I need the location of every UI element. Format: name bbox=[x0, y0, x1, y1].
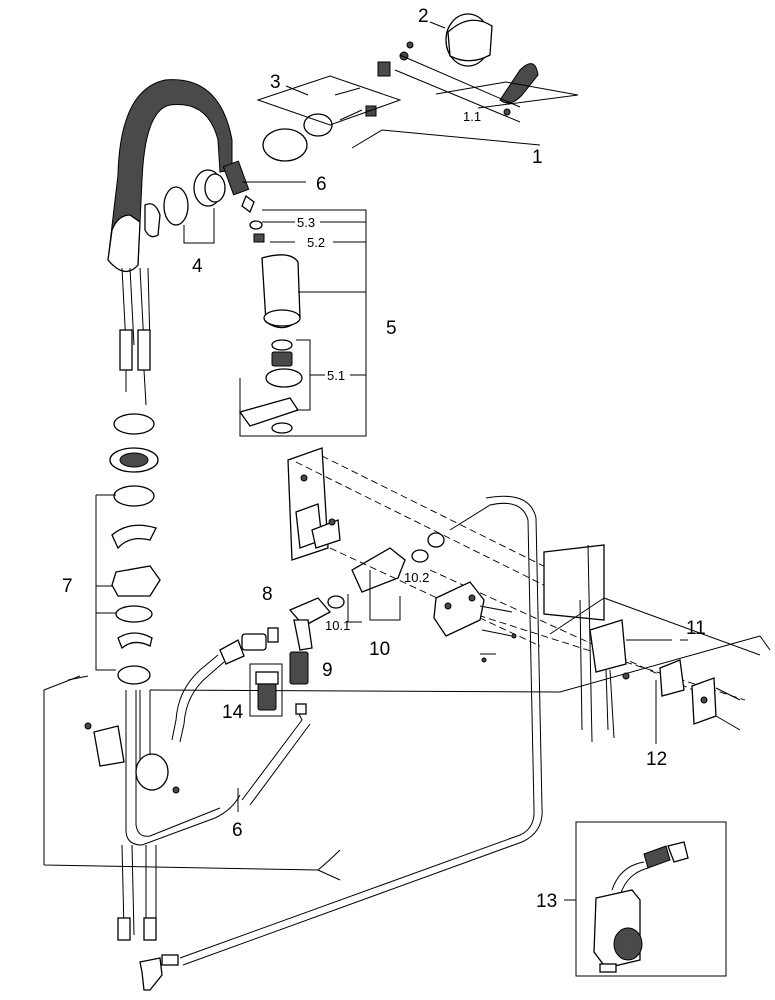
callout-11: 11 bbox=[686, 618, 706, 639]
callout-1-1: 1.1 bbox=[463, 109, 481, 124]
callout-8: 8 bbox=[262, 584, 273, 605]
callout-5: 5 bbox=[386, 318, 397, 339]
callout-14: 14 bbox=[222, 702, 244, 723]
callout-10: 10 bbox=[369, 639, 390, 660]
spray-head-group bbox=[238, 194, 367, 437]
lower-hoses bbox=[43, 495, 771, 991]
callout-6-bottom: 6 bbox=[232, 820, 243, 841]
callout-3: 3 bbox=[270, 72, 281, 93]
callout-5-1: 5.1 bbox=[327, 368, 345, 383]
control-box bbox=[433, 581, 517, 663]
callout-12: 12 bbox=[646, 749, 667, 770]
callout-4: 4 bbox=[192, 256, 203, 277]
valve-assembly bbox=[241, 532, 445, 717]
wall-bracket bbox=[287, 447, 746, 701]
callout-9: 9 bbox=[322, 660, 333, 681]
collar-group bbox=[163, 169, 226, 244]
mounting-stack bbox=[95, 413, 161, 685]
callout-10-2: 10.2 bbox=[404, 570, 429, 585]
handle-cartridge-group bbox=[256, 13, 579, 162]
inset-thermostatic-valve bbox=[575, 821, 727, 977]
callout-1: 1 bbox=[532, 147, 543, 168]
faucet-body bbox=[107, 79, 250, 406]
callout-13: 13 bbox=[536, 891, 557, 912]
electronics-group bbox=[543, 544, 761, 743]
callout-10-1: 10.1 bbox=[325, 618, 350, 633]
callout-5-2: 5.2 bbox=[307, 235, 325, 250]
callout-7: 7 bbox=[62, 576, 73, 597]
callout-5-3: 5.3 bbox=[297, 215, 315, 230]
callout-2: 2 bbox=[418, 6, 429, 27]
callout-6-top: 6 bbox=[316, 174, 327, 195]
